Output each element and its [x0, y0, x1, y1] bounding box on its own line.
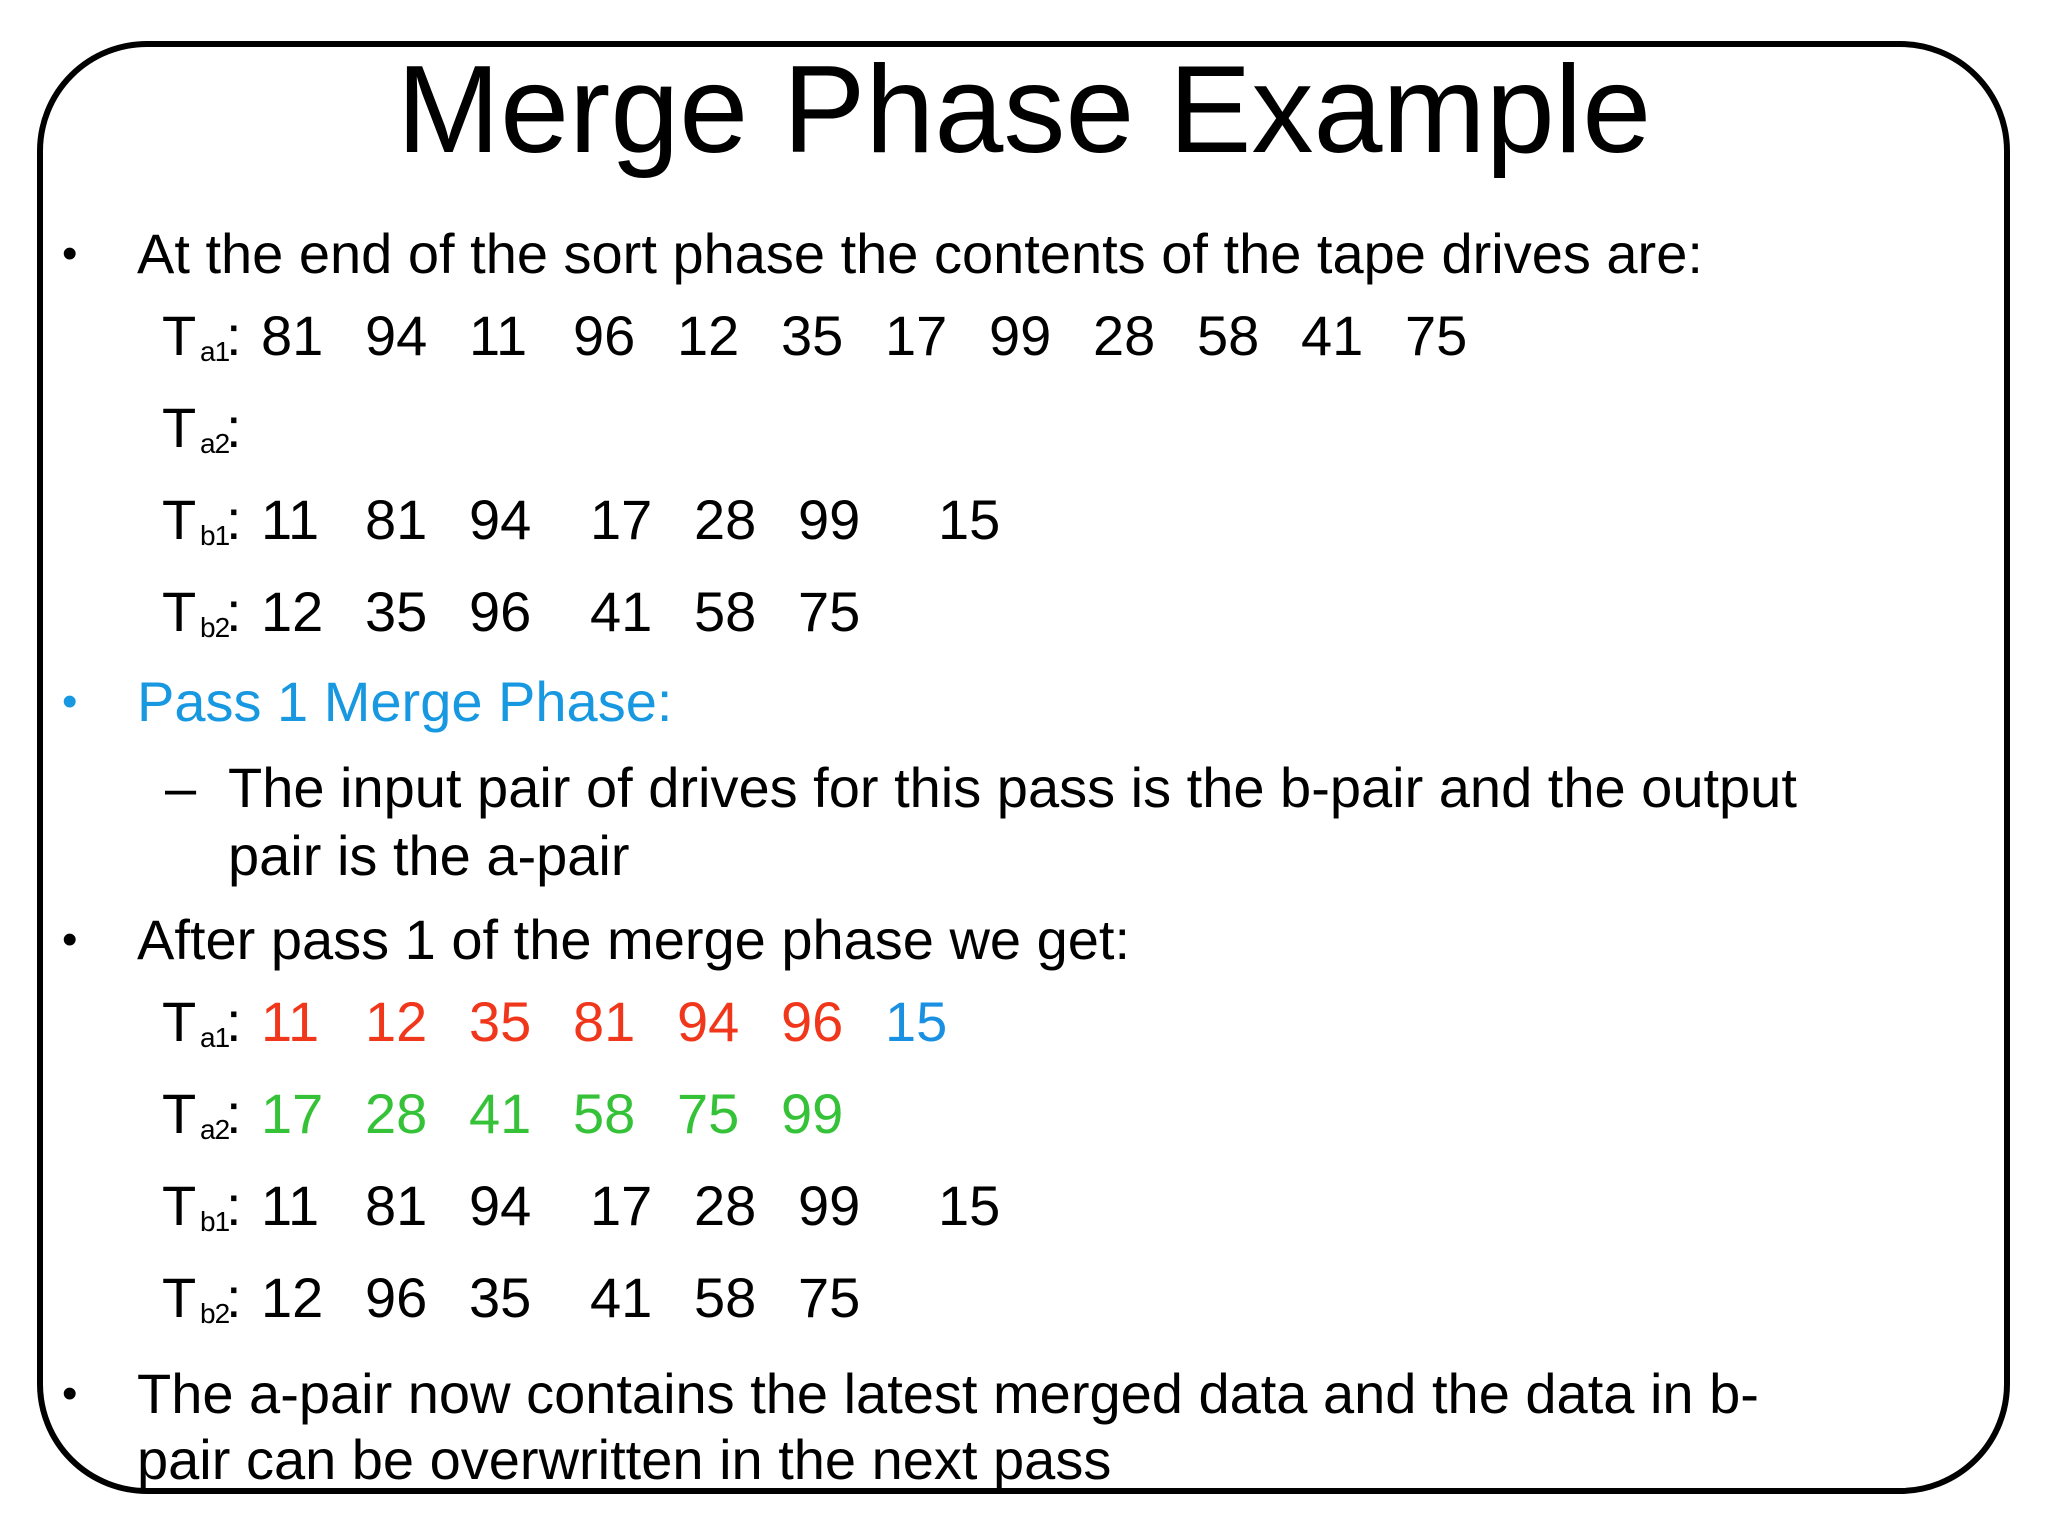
tape-value: 99 — [989, 304, 1052, 367]
sub-bullet-line2: pair is the a-pair — [228, 824, 630, 887]
tape-value: 12 — [261, 1266, 324, 1329]
tape-value: 41 — [590, 1266, 653, 1329]
bullet-conclusion-line2: pair can be overwritten in the next pass — [137, 1428, 1112, 1491]
bullet-dot: • — [62, 229, 78, 278]
tape-value: 96 — [365, 1266, 428, 1329]
tape-value: 94 — [365, 304, 428, 367]
tape-value: 81 — [365, 1174, 428, 1237]
tape-value: 17 — [261, 1082, 324, 1145]
tape-value: 99 — [798, 1174, 861, 1237]
tape-value: 35 — [469, 990, 532, 1053]
tape-value: 11 — [261, 488, 320, 551]
tape-value: 75 — [798, 580, 861, 643]
tape-value: 12 — [261, 580, 324, 643]
tape-value: 41 — [469, 1082, 532, 1145]
tape-value: 28 — [1093, 304, 1156, 367]
tape-value: 99 — [781, 1082, 844, 1145]
tape-value: 17 — [885, 304, 948, 367]
bullet-conclusion-line1: The a-pair now contains the latest merge… — [137, 1362, 1759, 1425]
tape-value: 58 — [573, 1082, 636, 1145]
slide-frame — [37, 41, 2010, 1494]
tape-value: 28 — [694, 1174, 757, 1237]
tape-value: 96 — [469, 580, 532, 643]
tape-value: 41 — [590, 580, 653, 643]
tape-value: 11 — [261, 990, 320, 1053]
tape-value: 81 — [573, 990, 636, 1053]
tape-value: 17 — [590, 488, 653, 551]
tape-value: 94 — [469, 1174, 532, 1237]
tape-value: 96 — [781, 990, 844, 1053]
tape-value: 35 — [781, 304, 844, 367]
tape-value: 11 — [261, 1174, 320, 1237]
bullet-dot: • — [62, 677, 78, 726]
tape-value: 81 — [261, 304, 324, 367]
tape-value: 35 — [469, 1266, 532, 1329]
tape-value: 41 — [1301, 304, 1364, 367]
tape-value: 28 — [365, 1082, 428, 1145]
tape-value: 94 — [677, 990, 740, 1053]
bullet-dot: • — [62, 1369, 78, 1418]
slide-title: Merge Phase Example — [396, 41, 1652, 179]
bullet-pass1-heading: Pass 1 Merge Phase: — [137, 670, 673, 733]
tape-value: 96 — [573, 304, 636, 367]
sub-bullet-line1: The input pair of drives for this pass i… — [228, 756, 1797, 819]
tape-value: 15 — [885, 990, 948, 1053]
tape-value: 58 — [694, 1266, 757, 1329]
tape-value: 12 — [677, 304, 740, 367]
tape-value: 11 — [469, 304, 528, 367]
tape-value: 99 — [798, 488, 861, 551]
tape-value: 35 — [365, 580, 428, 643]
bullet-sort-phase: At the end of the sort phase the content… — [137, 222, 1703, 285]
tape-value: 15 — [938, 488, 1001, 551]
tape-value: 58 — [1197, 304, 1260, 367]
tape-value: 81 — [365, 488, 428, 551]
tape-value: 94 — [469, 488, 532, 551]
tape-value: 75 — [1405, 304, 1468, 367]
tape-value: 28 — [694, 488, 757, 551]
bullet-after-pass1: After pass 1 of the merge phase we get: — [137, 908, 1131, 971]
tape-value: 15 — [938, 1174, 1001, 1237]
tape-value: 17 — [590, 1174, 653, 1237]
sub-bullet-dash: – — [165, 756, 197, 819]
tape-value: 12 — [365, 990, 428, 1053]
tape-value: 75 — [677, 1082, 740, 1145]
tape-value: 75 — [798, 1266, 861, 1329]
bullet-dot: • — [62, 915, 78, 964]
tape-value: 58 — [694, 580, 757, 643]
